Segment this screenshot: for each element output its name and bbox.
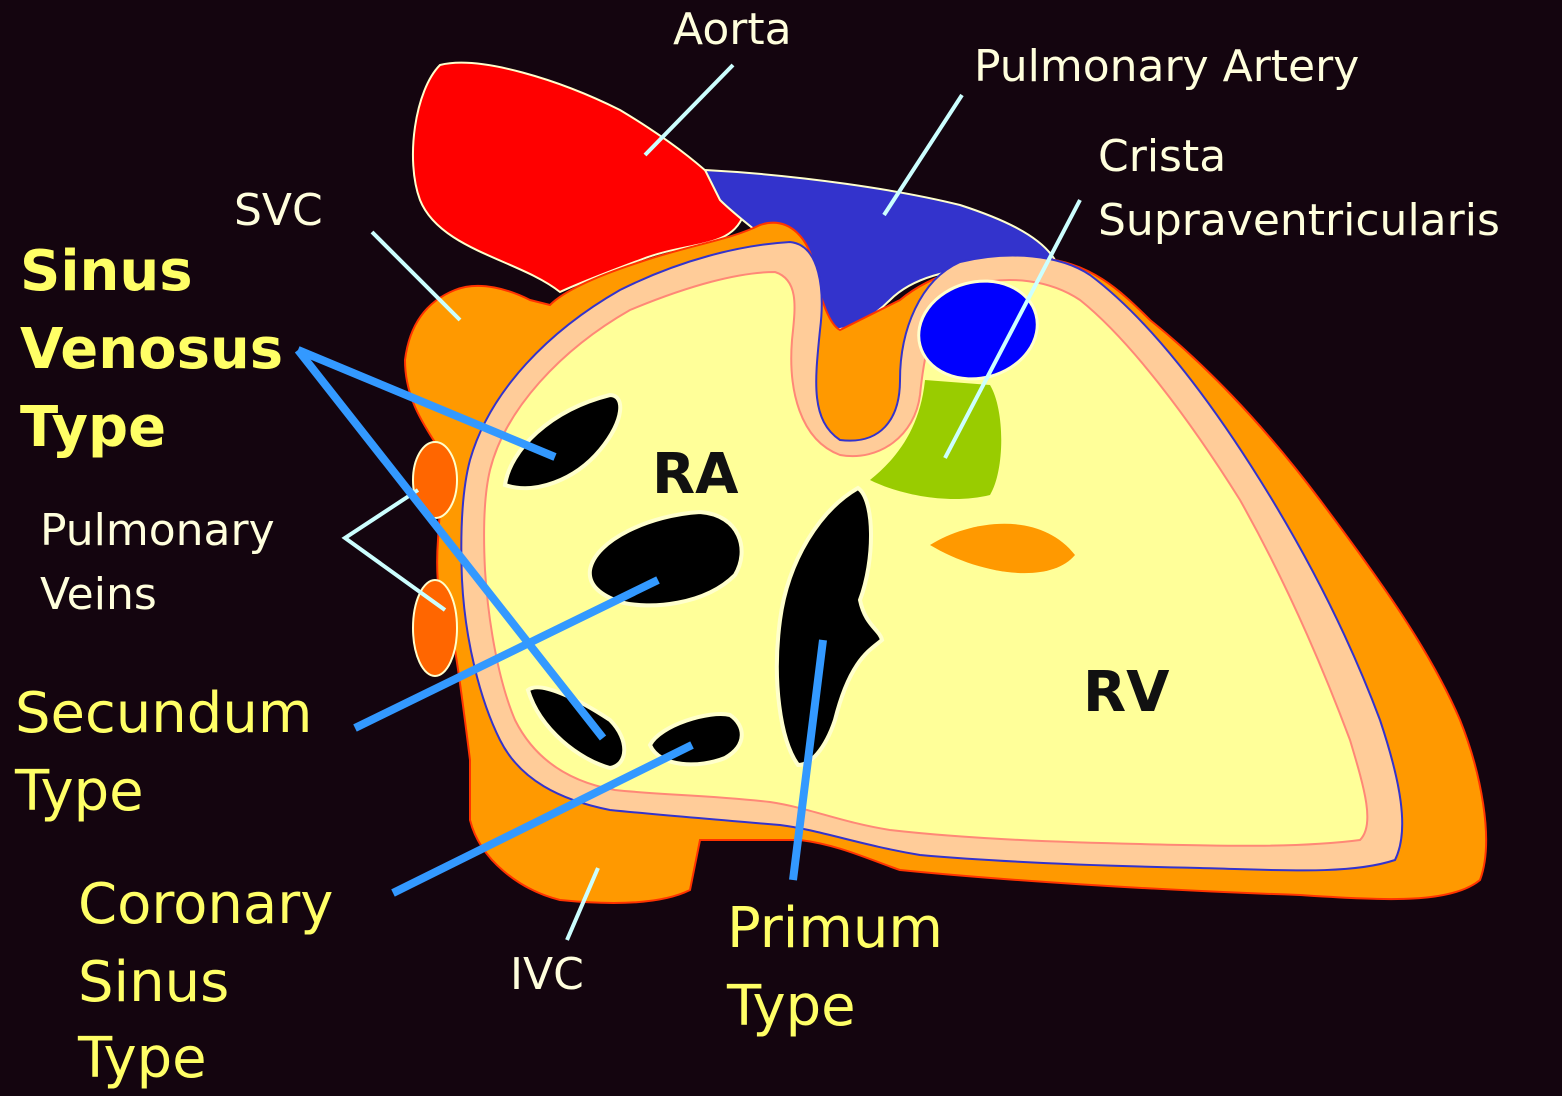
label-sinus-venosus-line3: Type: [20, 397, 166, 460]
label-primum-line1: Primum: [727, 898, 943, 961]
label-sinus-venosus-line2: Venosus: [20, 319, 283, 382]
label-crista-line2: Supraventricularis: [1098, 196, 1500, 245]
label-pulmonary-veins-line2: Veins: [40, 570, 157, 619]
label-ra: RA: [652, 444, 738, 507]
label-rv: RV: [1083, 662, 1169, 725]
pointer-aorta: [645, 65, 733, 155]
label-coronary-sinus-line1: Coronary: [78, 874, 333, 937]
label-sinus-venosus-line1: Sinus: [20, 241, 193, 304]
label-primum-line2: Type: [727, 976, 856, 1039]
label-pulmonary-veins-line1: Pulmonary: [40, 506, 275, 555]
label-crista-line1: Crista: [1098, 132, 1226, 181]
pulmonary-vein-lower: [413, 580, 457, 676]
label-svc: SVC: [234, 186, 323, 235]
label-coronary-sinus-line3: Type: [78, 1028, 207, 1091]
label-secundum-line1: Secundum: [15, 683, 312, 746]
label-coronary-sinus-line2: Sinus: [78, 952, 229, 1015]
label-aorta: Aorta: [673, 5, 792, 54]
label-ivc: IVC: [510, 950, 584, 999]
pointer-svc: [372, 232, 460, 320]
label-secundum-line2: Type: [15, 761, 144, 824]
label-pulmonary-artery: Pulmonary Artery: [974, 42, 1359, 91]
